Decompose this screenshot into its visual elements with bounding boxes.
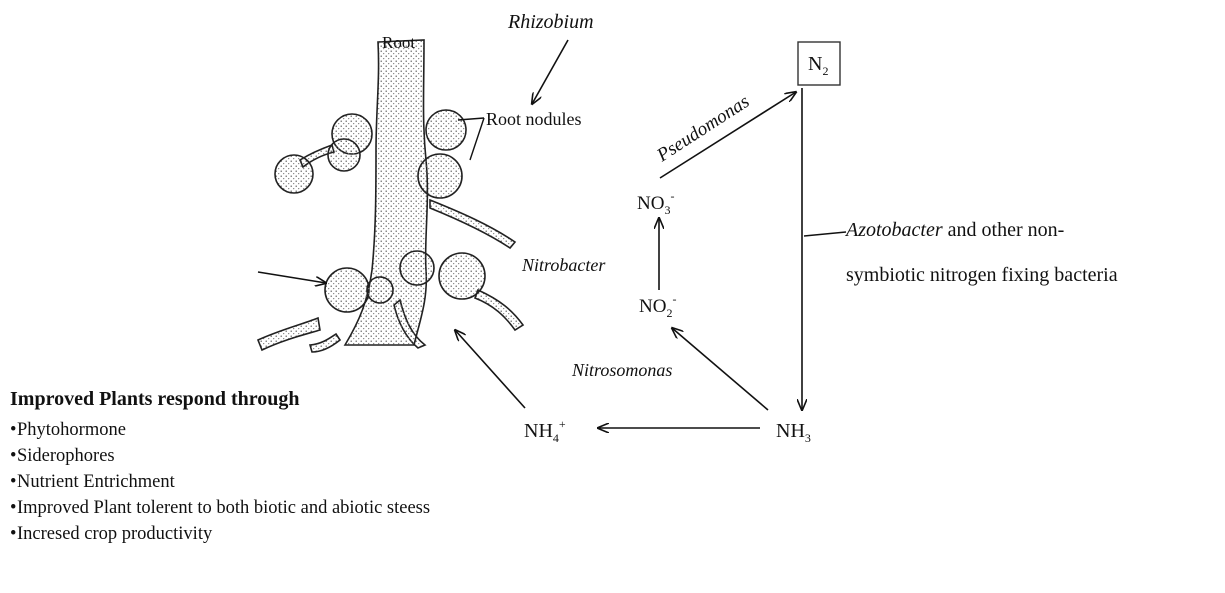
side-root xyxy=(430,200,515,248)
nodule-arrow xyxy=(258,272,326,283)
side-root xyxy=(310,334,340,352)
nh3-label: NH3 xyxy=(776,420,811,445)
azotobacter-label-line2: symbiotic nitrogen fixing bacteria xyxy=(846,264,1118,286)
benefit-item: •Siderophores xyxy=(10,443,770,469)
nitrobacter-label: Nitrobacter xyxy=(521,255,606,275)
azotobacter-pointer xyxy=(804,232,846,236)
benefit-item: •Improved Plant tolerent to both biotic … xyxy=(10,495,770,521)
benefit-item: •Phytohormone xyxy=(10,417,770,443)
side-root xyxy=(475,290,523,330)
root-nodule xyxy=(400,251,434,285)
nodule-pointer xyxy=(470,118,484,160)
no2-label: NO2- xyxy=(639,292,676,320)
no3-label: NO3- xyxy=(637,189,674,217)
azotobacter-label: Azotobacter and other non- xyxy=(844,219,1064,241)
benefits-list: Improved Plants respond through •Phytoho… xyxy=(10,388,770,547)
root-nodules-label: Root nodules xyxy=(486,109,582,129)
root-nodule xyxy=(328,139,360,171)
rhizobium-arrow xyxy=(532,40,568,104)
root-nodule xyxy=(325,268,369,312)
root-label: Root xyxy=(382,33,415,52)
root-illustration xyxy=(258,40,523,352)
root-nodule xyxy=(439,253,485,299)
rhizobium-label: Rhizobium xyxy=(507,11,594,33)
benefit-item: •Incresed crop productivity xyxy=(10,521,770,547)
nitrosomonas-label: Nitrosomonas xyxy=(571,360,672,380)
benefit-item: •Nutrient Entrichment xyxy=(10,469,770,495)
root-nodule xyxy=(426,110,466,150)
root-nodule xyxy=(367,277,393,303)
benefits-heading: Improved Plants respond through xyxy=(10,388,770,411)
root-nodule xyxy=(418,154,462,198)
root-nodule xyxy=(275,155,313,193)
